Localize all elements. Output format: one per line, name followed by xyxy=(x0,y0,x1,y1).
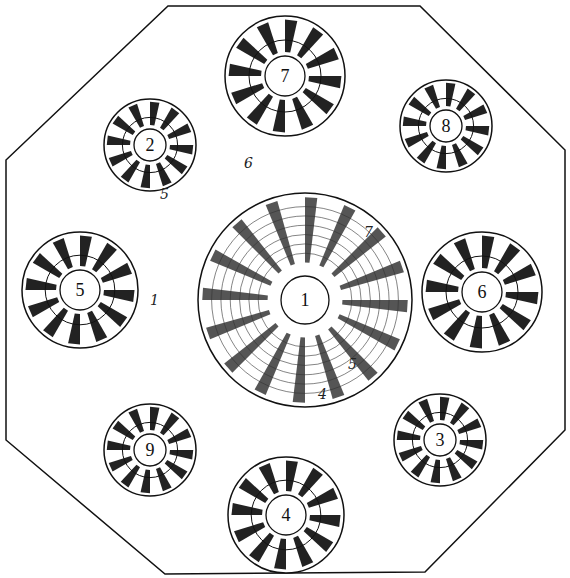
outer-disc: 7 xyxy=(223,14,347,138)
outer-disc: 4 xyxy=(226,455,346,575)
outer-disc: 5 xyxy=(20,230,140,350)
disc-number: 2 xyxy=(102,135,198,156)
outer-disc: 8 xyxy=(398,78,494,174)
handwritten-mark: 1 xyxy=(150,292,159,308)
handwritten-mark: 5 xyxy=(348,356,357,372)
handwritten-mark: 7 xyxy=(364,224,373,240)
handwritten-mark: 5 xyxy=(160,186,169,202)
central-disc: 1 xyxy=(196,191,414,409)
disc-number: 9 xyxy=(102,440,198,461)
outer-disc: 9 xyxy=(102,402,198,498)
disc-number: 6 xyxy=(420,282,544,303)
disc-number: 3 xyxy=(392,430,488,451)
disc-number: 8 xyxy=(398,116,494,137)
disc-number: 5 xyxy=(20,280,140,301)
outer-disc: 2 xyxy=(102,97,198,193)
outer-disc: 6 xyxy=(420,230,544,354)
disc-number: 7 xyxy=(223,66,347,87)
disc-number: 4 xyxy=(226,505,346,526)
handwritten-mark: 6 xyxy=(244,155,253,171)
outer-disc: 3 xyxy=(392,392,488,488)
handwritten-mark: 4 xyxy=(318,386,327,402)
disc-number: 1 xyxy=(196,290,414,311)
